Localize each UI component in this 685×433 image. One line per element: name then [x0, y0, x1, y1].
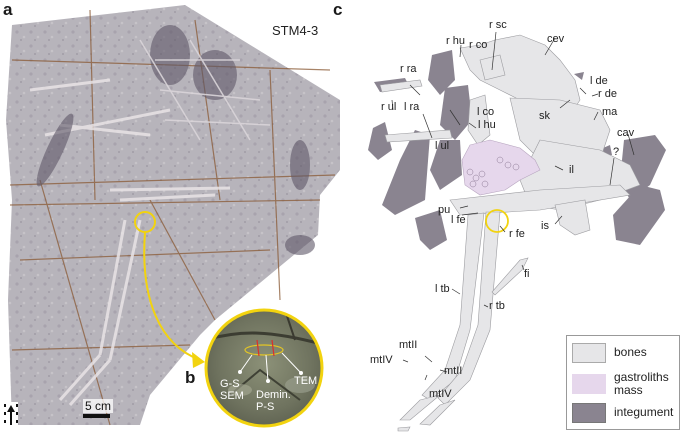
label-r-tb: r tb	[489, 300, 505, 312]
integument-swatch	[572, 403, 606, 423]
label-is: is	[541, 220, 549, 232]
label-l-co: l co	[477, 106, 495, 118]
callout-arrow	[143, 231, 201, 361]
label-pu: pu	[438, 204, 451, 216]
legend-item-integument: integument	[572, 403, 673, 423]
panel-a-letter: a	[3, 0, 13, 19]
label-r-ra: r ra	[400, 63, 417, 75]
label-gs: G-S	[220, 378, 240, 390]
legend-item-bones: bones	[572, 343, 647, 363]
label-mtii-right: mtII	[444, 365, 463, 377]
scale-bar-label: 5 cm	[83, 399, 114, 413]
label-l-ra: l ra	[404, 101, 420, 113]
label-demin: Demin.	[256, 389, 291, 401]
label-l-hu: l hu	[478, 119, 496, 131]
label-mtiv-right: mtIV	[429, 388, 452, 400]
legend-label-integument: integument	[614, 405, 674, 420]
label-cev: cev	[547, 33, 565, 45]
label-l-de: l de	[590, 75, 608, 87]
sample-outline	[244, 344, 284, 356]
label-ps: P-S	[256, 401, 275, 414]
bones-swatch	[572, 343, 606, 363]
label-r-co: r co	[469, 39, 488, 51]
legend-label-bones: bones	[614, 345, 647, 360]
label-r-ul: r ul	[381, 101, 397, 113]
legend-label-gastroliths: gastroliths mass	[614, 370, 669, 398]
rfe-highlight-circle	[485, 209, 509, 233]
label-l-fe: l fe	[451, 214, 466, 226]
label-mtii-left: mtII	[399, 339, 418, 351]
label-l-ul: l ul	[435, 140, 450, 152]
label-question: ?	[613, 146, 620, 158]
label-il: il	[569, 164, 574, 176]
label-tem: TEM	[294, 375, 318, 387]
scale-bar: 5 cm	[83, 399, 114, 418]
inset-ring	[204, 308, 324, 428]
gastroliths-mass	[461, 139, 541, 196]
label-l-tb: l tb	[435, 283, 450, 295]
label-r-de: r de	[598, 88, 617, 100]
label-mtiv-left: mtIV	[370, 354, 393, 366]
label-r-hu: r hu	[446, 35, 465, 47]
label-r-fe: r fe	[509, 228, 525, 240]
specimen-id: STM4-3	[272, 23, 319, 38]
legend: bones gastroliths mass integument	[566, 335, 680, 430]
label-sk: sk	[539, 110, 550, 122]
label-sem: SEM	[220, 390, 244, 403]
legend-item-gastroliths: gastroliths mass	[572, 370, 669, 398]
fossil-slab	[6, 5, 340, 425]
callout-arrowhead	[192, 352, 205, 368]
gastroliths-swatch	[572, 374, 606, 395]
panel-b-letter: b	[185, 368, 196, 387]
label-fi: fi	[524, 268, 530, 280]
legend-label-gastroliths-line1: gastroliths	[614, 370, 669, 384]
panel-c-letter: c	[333, 0, 343, 19]
scale-bar-line	[83, 414, 110, 418]
label-gs-sem: G-S SEM	[220, 378, 244, 402]
label-ma: ma	[602, 106, 618, 118]
label-demin-ps: Demin. P-S	[256, 389, 291, 413]
label-cav: cav	[617, 127, 635, 139]
label-r-sc: r sc	[489, 19, 507, 31]
legend-label-gastroliths-line2: mass	[614, 383, 643, 398]
panel-c-drawing	[368, 31, 666, 432]
